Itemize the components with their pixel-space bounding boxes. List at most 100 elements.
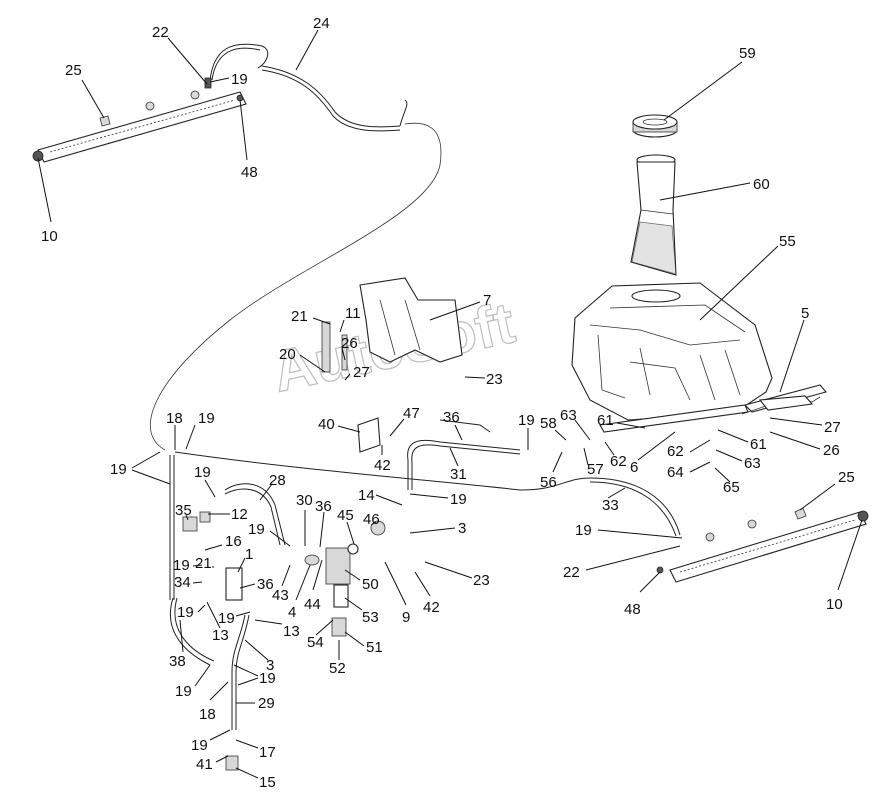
callout-22-top: 22 xyxy=(152,24,169,41)
callout-13-right: 13 xyxy=(283,623,300,640)
callout-19-side: 19 xyxy=(173,557,190,574)
callout-19-pump-left: 19 xyxy=(248,521,265,538)
callout-36-pump: 36 xyxy=(315,498,332,515)
callout-55: 55 xyxy=(779,233,796,250)
callout-11: 11 xyxy=(345,305,361,322)
lower-left-lines xyxy=(169,455,286,771)
callout-59: 59 xyxy=(739,45,756,62)
tank-bracket xyxy=(599,404,749,433)
callout-50: 50 xyxy=(362,576,379,593)
callout-56: 56 xyxy=(540,474,557,491)
callout-35: 35 xyxy=(175,502,192,519)
callout-51: 51 xyxy=(366,639,383,656)
callout-26-right: 26 xyxy=(823,442,840,459)
callout-3-lower: 3 xyxy=(266,657,274,674)
callout-4: 4 xyxy=(288,604,296,621)
callout-36-upper: 36 xyxy=(443,409,460,426)
callout-27-upper: 27 xyxy=(353,364,370,381)
callout-38: 38 xyxy=(169,653,186,670)
callout-26-upper: 26 xyxy=(341,335,358,352)
callout-46: 46 xyxy=(363,511,380,528)
callout-22-right: 22 xyxy=(563,564,580,581)
callout-19-hose28: 19 xyxy=(194,464,211,481)
callout-58: 58 xyxy=(540,415,557,432)
callout-30: 30 xyxy=(296,492,313,509)
callout-25-left: 25 xyxy=(65,62,82,79)
callout-63-right: 63 xyxy=(744,455,761,472)
callout-29: 29 xyxy=(258,695,275,712)
callout-15: 15 xyxy=(259,774,276,791)
callout-1: 1 xyxy=(245,546,253,563)
callout-62-right: 62 xyxy=(667,443,684,460)
callout-25-right: 25 xyxy=(838,469,855,486)
callout-18-lower: 18 xyxy=(199,706,216,723)
callout-23-upper: 23 xyxy=(486,371,503,388)
tank-strap xyxy=(741,384,827,415)
callout-48-left: 48 xyxy=(241,164,258,181)
callout-60: 60 xyxy=(753,176,770,193)
callout-21-lower: 21 xyxy=(195,555,212,572)
callout-21-upper: 21 xyxy=(291,308,308,325)
callout-6: 6 xyxy=(630,459,638,476)
callout-23-lower: 23 xyxy=(473,572,490,589)
callouts: 59 60 55 5 24 22 19 25 48 10 7 21 xyxy=(37,15,863,791)
callout-5: 5 xyxy=(801,305,809,322)
callout-13-left: 13 xyxy=(212,627,229,644)
callout-41: 41 xyxy=(196,756,213,773)
callout-10-left: 10 xyxy=(41,228,58,245)
callout-44: 44 xyxy=(304,596,321,613)
callout-19-bottom-left: 19 xyxy=(175,683,192,700)
callout-61-right: 61 xyxy=(750,436,767,453)
fuel-tank xyxy=(571,282,773,421)
callout-19-lower-left: 19 xyxy=(177,604,194,621)
callout-61-left: 61 xyxy=(597,412,614,429)
callout-42-upper: 42 xyxy=(374,457,391,474)
callout-64: 64 xyxy=(667,464,684,481)
callout-63-left: 63 xyxy=(560,407,577,424)
callout-19-left: 19 xyxy=(110,461,127,478)
callout-42-lower: 42 xyxy=(423,599,440,616)
callout-14: 14 xyxy=(358,487,375,504)
callout-52: 52 xyxy=(329,660,346,677)
callout-24: 24 xyxy=(313,15,330,32)
callout-7: 7 xyxy=(483,292,491,309)
callout-9: 9 xyxy=(402,609,410,626)
filler-neck xyxy=(630,154,679,300)
callout-28: 28 xyxy=(269,472,286,489)
callout-19-bottom-right: 19 xyxy=(259,670,276,687)
callout-54: 54 xyxy=(307,634,324,651)
callout-65: 65 xyxy=(723,479,740,496)
callout-57: 57 xyxy=(587,461,604,478)
callout-36-lower: 36 xyxy=(257,576,274,593)
callout-19-top: 19 xyxy=(231,71,248,88)
callout-16: 16 xyxy=(225,533,242,550)
callout-33: 33 xyxy=(602,497,619,514)
fuel-pump xyxy=(304,520,386,637)
fuel-cap xyxy=(632,114,678,138)
callout-47: 47 xyxy=(403,405,420,422)
callout-19-lower-mid: 19 xyxy=(218,610,235,627)
upper-fuel-line xyxy=(149,43,442,451)
return-line xyxy=(174,419,681,537)
callout-19-right: 19 xyxy=(575,522,592,539)
callout-20: 20 xyxy=(279,346,296,363)
callout-18-upper: 18 xyxy=(166,410,183,427)
callout-62-left: 62 xyxy=(610,453,627,470)
callout-45: 45 xyxy=(337,507,354,524)
callout-12: 12 xyxy=(231,506,248,523)
callout-48-right: 48 xyxy=(624,601,641,618)
callout-19-upper-right: 19 xyxy=(198,410,215,427)
callout-10-right: 10 xyxy=(826,596,843,613)
callout-17: 17 xyxy=(259,744,276,761)
small-bracket-40 xyxy=(357,417,381,453)
callout-34: 34 xyxy=(174,574,191,591)
callout-43: 43 xyxy=(272,587,289,604)
callout-19-center: 19 xyxy=(450,491,467,508)
canister-left xyxy=(32,77,247,163)
callout-53: 53 xyxy=(362,609,379,626)
canister-right xyxy=(656,507,869,583)
callout-31: 31 xyxy=(450,466,467,483)
callout-19-mid: 19 xyxy=(518,412,535,429)
